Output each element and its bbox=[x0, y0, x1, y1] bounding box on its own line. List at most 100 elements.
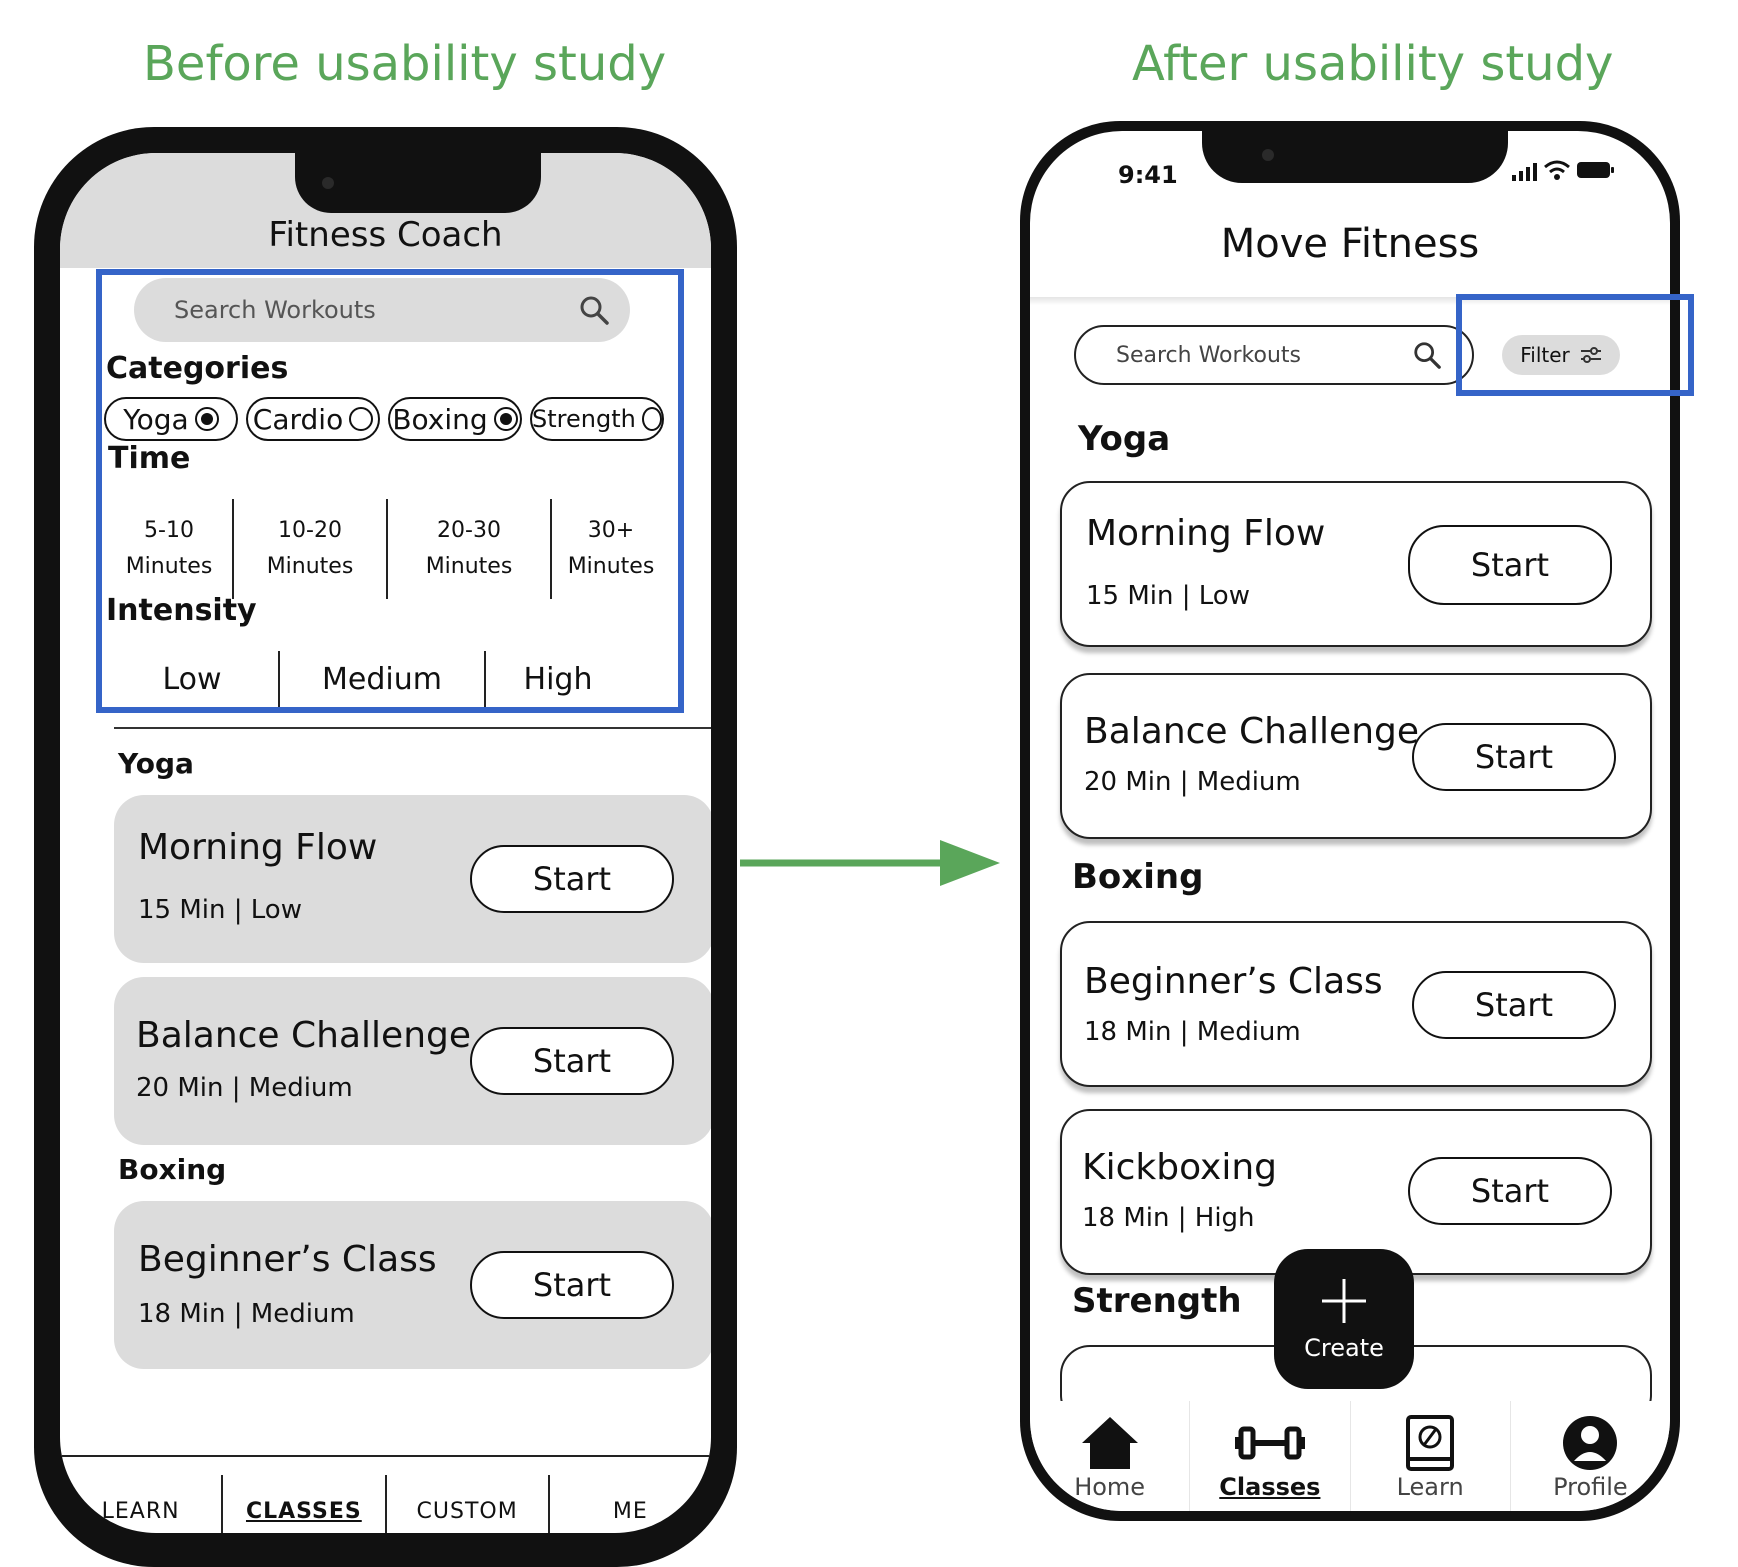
nav-tab-home[interactable]: Home bbox=[1030, 1401, 1189, 1511]
signal-icon bbox=[1512, 163, 1537, 181]
nav-label: Home bbox=[1074, 1473, 1146, 1501]
workout-card-balance-challenge: Balance Challenge 20 Min | Medium Start bbox=[114, 977, 711, 1145]
nav-tab-custom[interactable]: CUSTOM bbox=[384, 1475, 548, 1533]
chip-label: Strength bbox=[532, 405, 636, 433]
nav-tab-profile[interactable]: Profile bbox=[1509, 1401, 1670, 1511]
filter-label: Filter bbox=[1520, 343, 1570, 367]
category-chip-strength[interactable]: Strength bbox=[530, 397, 664, 441]
nav-tab-learn[interactable]: LEARN bbox=[101, 1498, 180, 1524]
workout-card-morning-flow: Morning Flow 15 Min | Low Start bbox=[114, 795, 711, 963]
time-unit: Minutes bbox=[125, 554, 213, 579]
intensity-label: Intensity bbox=[106, 593, 257, 628]
start-button[interactable]: Start bbox=[1408, 1157, 1612, 1225]
start-button[interactable]: Start bbox=[1412, 723, 1616, 791]
workout-title: Morning Flow bbox=[1086, 513, 1326, 554]
bottom-nav: Home Classes Learn bbox=[1030, 1401, 1670, 1511]
search-placeholder: Search Workouts bbox=[174, 296, 376, 324]
profile-icon bbox=[1563, 1416, 1618, 1470]
section-title-boxing: Boxing bbox=[1072, 857, 1204, 897]
notch bbox=[1202, 131, 1508, 183]
nav-tab-me[interactable]: ME bbox=[547, 1475, 711, 1533]
radio-selected-icon bbox=[493, 407, 518, 431]
nav-tab-learn[interactable]: Learn bbox=[1349, 1401, 1510, 1511]
section-title-boxing: Boxing bbox=[118, 1153, 227, 1186]
heading-before: Before usability study bbox=[143, 36, 667, 92]
radio-unselected-icon bbox=[641, 407, 662, 431]
time-segments: 5-10 Minutes 10-20 Minutes 20-30 Minutes… bbox=[106, 499, 670, 599]
workout-card-kickboxing: Kickboxing 18 Min | High Start bbox=[1060, 1109, 1652, 1275]
transition-arrow bbox=[740, 840, 1000, 886]
phone-before: Fitness Coach Search Workouts Categories… bbox=[34, 127, 737, 1567]
dumbbell-icon bbox=[1234, 1426, 1305, 1460]
workout-meta: 20 Min | Medium bbox=[136, 1073, 353, 1103]
search-icon[interactable] bbox=[1412, 340, 1442, 370]
workout-meta: 20 Min | Medium bbox=[1084, 767, 1301, 797]
workout-title: Balance Challenge bbox=[136, 1015, 472, 1056]
app-title: Move Fitness bbox=[1220, 221, 1480, 267]
workout-meta: 18 Min | High bbox=[1082, 1203, 1255, 1233]
app-title: Fitness Coach bbox=[268, 215, 503, 255]
sliders-icon bbox=[1580, 347, 1601, 363]
workout-title: Beginner’s Class bbox=[138, 1239, 437, 1280]
nav-tab-classes[interactable]: CLASSES bbox=[221, 1475, 384, 1533]
nav-tab-classes[interactable]: Classes bbox=[1189, 1401, 1349, 1511]
bottom-nav: LEARN CLASSES CUSTOM ME bbox=[60, 1455, 711, 1533]
search-placeholder: Search Workouts bbox=[1116, 342, 1301, 368]
time-unit: Minutes bbox=[567, 554, 655, 579]
chip-label: Cardio bbox=[252, 402, 344, 436]
home-icon bbox=[1081, 1417, 1138, 1469]
time-option-20-30[interactable]: 20-30 Minutes bbox=[386, 499, 550, 599]
create-label: Create bbox=[1304, 1334, 1384, 1362]
book-icon bbox=[1406, 1415, 1455, 1471]
search-input[interactable]: Search Workouts bbox=[1074, 325, 1474, 385]
workout-meta: 15 Min | Low bbox=[138, 895, 302, 925]
filter-button[interactable]: Filter bbox=[1502, 335, 1620, 375]
radio-unselected-icon bbox=[349, 407, 374, 431]
start-button[interactable]: Start bbox=[1412, 971, 1616, 1039]
start-button[interactable]: Start bbox=[470, 1027, 674, 1095]
filter-highlight-box bbox=[1456, 294, 1694, 396]
chip-label: Yoga bbox=[123, 402, 189, 436]
time-value: 10-20 bbox=[278, 518, 342, 543]
workout-meta: 18 Min | Medium bbox=[138, 1299, 355, 1329]
intensity-option-high[interactable]: High bbox=[484, 651, 630, 707]
section-title-yoga: Yoga bbox=[1078, 419, 1171, 459]
screen-after: 9:41 Move Fitness Search Workouts bbox=[1030, 131, 1670, 1511]
nav-label: Learn bbox=[1396, 1473, 1464, 1501]
notch bbox=[295, 153, 541, 213]
workout-meta: 18 Min | Medium bbox=[1084, 1017, 1301, 1047]
intensity-option-medium[interactable]: Medium bbox=[278, 651, 484, 707]
time-unit: Minutes bbox=[425, 554, 513, 579]
category-chip-cardio[interactable]: Cardio bbox=[246, 397, 380, 441]
start-button[interactable]: Start bbox=[470, 845, 674, 913]
time-label: Time bbox=[108, 441, 191, 476]
heading-after: After usability study bbox=[1132, 36, 1614, 92]
time-value: 5-10 bbox=[144, 518, 194, 543]
workout-title: Morning Flow bbox=[138, 827, 378, 868]
camera bbox=[1262, 149, 1274, 161]
category-chip-boxing[interactable]: Boxing bbox=[388, 397, 522, 441]
category-chip-yoga[interactable]: Yoga bbox=[104, 397, 238, 441]
chip-label: Boxing bbox=[392, 402, 488, 436]
workout-title: Beginner’s Class bbox=[1084, 961, 1383, 1002]
wifi-icon bbox=[1544, 160, 1570, 180]
time-option-5-10[interactable]: 5-10 Minutes bbox=[106, 499, 232, 599]
start-button[interactable]: Start bbox=[1408, 525, 1612, 605]
phone-after: 9:41 Move Fitness Search Workouts bbox=[1020, 121, 1680, 1521]
time-option-30-plus[interactable]: 30+ Minutes bbox=[550, 499, 670, 599]
start-button[interactable]: Start bbox=[470, 1251, 674, 1319]
search-icon[interactable] bbox=[578, 294, 610, 326]
categories-label: Categories bbox=[106, 351, 289, 386]
divider bbox=[114, 727, 711, 729]
camera bbox=[322, 177, 334, 189]
intensity-option-low[interactable]: Low bbox=[162, 661, 222, 697]
battery-icon bbox=[1577, 162, 1614, 178]
plus-icon bbox=[1322, 1279, 1366, 1323]
time-value: 30+ bbox=[587, 518, 635, 543]
section-title-yoga: Yoga bbox=[118, 747, 194, 780]
nav-label: Profile bbox=[1553, 1473, 1628, 1501]
search-input[interactable]: Search Workouts bbox=[134, 278, 630, 342]
time-option-10-20[interactable]: 10-20 Minutes bbox=[232, 499, 386, 599]
workout-title: Balance Challenge bbox=[1084, 711, 1420, 752]
create-fab[interactable]: Create bbox=[1274, 1249, 1414, 1389]
